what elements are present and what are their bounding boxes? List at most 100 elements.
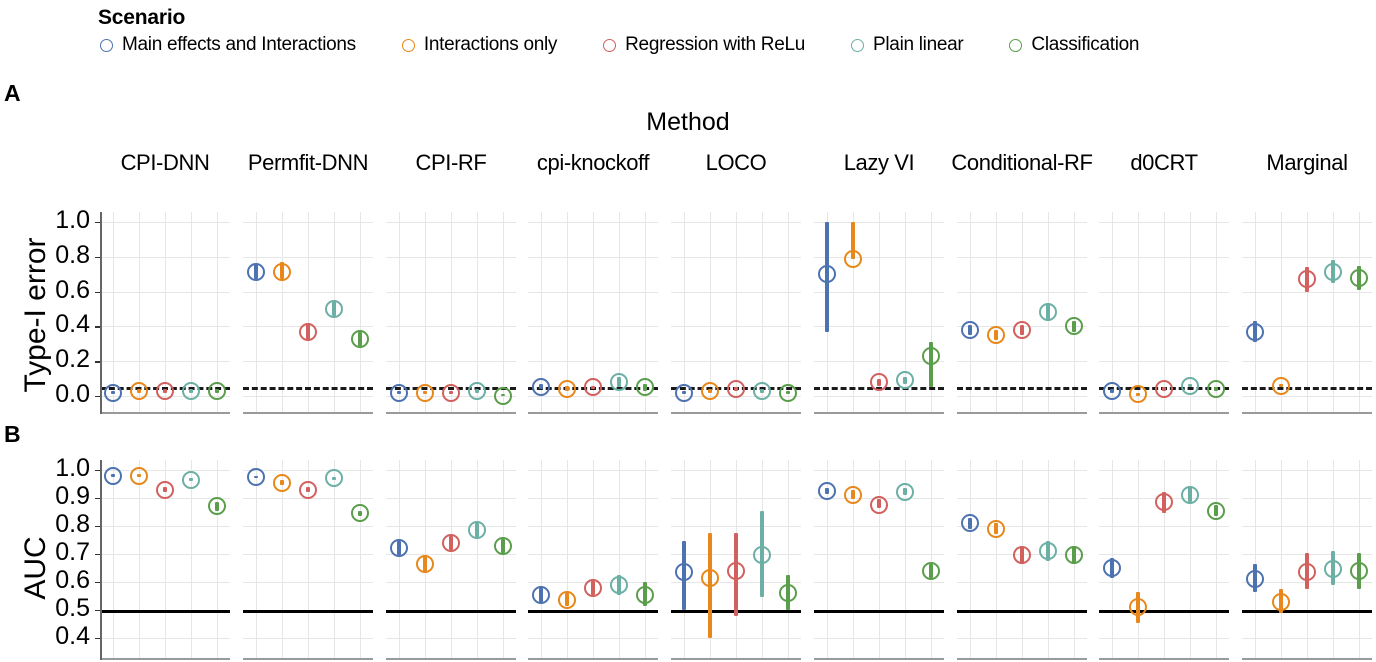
data-point[interactable] (922, 561, 940, 580)
data-point[interactable] (247, 468, 265, 486)
data-point[interactable] (1350, 561, 1368, 580)
data-point[interactable] (844, 249, 862, 268)
data-point[interactable] (1272, 592, 1290, 611)
data-point[interactable] (1207, 501, 1225, 520)
data-point[interactable] (558, 591, 576, 610)
data-point[interactable] (182, 470, 200, 489)
data-point[interactable] (675, 563, 693, 582)
data-point[interactable] (844, 486, 862, 505)
data-point[interactable] (325, 300, 343, 318)
data-point[interactable] (104, 466, 122, 485)
data-point[interactable] (1155, 493, 1173, 512)
data-point[interactable] (1013, 546, 1031, 565)
data-point[interactable] (1207, 380, 1225, 399)
data-point[interactable] (1013, 320, 1031, 339)
data-point[interactable] (1324, 263, 1342, 282)
legend-item-1[interactable]: Interactions only (401, 34, 557, 56)
data-point[interactable] (1272, 376, 1290, 395)
data-point[interactable] (1324, 560, 1342, 579)
data-point[interactable] (701, 381, 719, 400)
data-point[interactable] (130, 466, 148, 485)
data-point[interactable] (870, 496, 888, 514)
data-point[interactable] (701, 568, 719, 587)
data-point[interactable] (896, 371, 914, 390)
data-point[interactable] (208, 381, 226, 400)
data-point[interactable] (1246, 570, 1264, 589)
data-point[interactable] (610, 373, 628, 392)
data-point[interactable] (532, 585, 550, 604)
data-point[interactable] (1298, 270, 1316, 289)
data-point[interactable] (532, 378, 550, 397)
data-point[interactable] (156, 480, 174, 499)
data-point[interactable] (468, 381, 486, 400)
data-point[interactable] (961, 320, 979, 339)
data-point[interactable] (299, 480, 317, 499)
data-point[interactable] (494, 387, 512, 405)
data-point[interactable] (1246, 322, 1264, 341)
data-point[interactable] (273, 473, 291, 492)
data-point[interactable] (442, 533, 460, 552)
data-point[interactable] (351, 329, 369, 348)
data-point[interactable] (273, 263, 291, 282)
data-point[interactable] (1065, 317, 1083, 336)
data-point[interactable] (818, 265, 836, 284)
data-point[interactable] (779, 584, 797, 603)
data-point[interactable] (130, 381, 148, 400)
gridline-vertical (217, 212, 218, 414)
legend-item-3[interactable]: Plain linear (851, 34, 964, 56)
data-point[interactable] (636, 378, 654, 397)
data-point[interactable] (1350, 268, 1368, 287)
data-point[interactable] (156, 381, 174, 400)
data-point[interactable] (1103, 381, 1121, 400)
data-point[interactable] (896, 483, 914, 502)
data-point[interactable] (1181, 486, 1199, 505)
data-point[interactable] (1181, 376, 1199, 395)
data-point[interactable] (584, 578, 602, 597)
data-point[interactable] (636, 585, 654, 604)
data-point[interactable] (727, 561, 745, 580)
data-point[interactable] (675, 383, 693, 402)
data-point[interactable] (584, 378, 602, 397)
data-point[interactable] (818, 482, 836, 500)
data-point[interactable] (351, 504, 369, 523)
data-point[interactable] (610, 575, 628, 594)
data-point[interactable] (208, 497, 226, 516)
gridline-vertical (710, 212, 711, 414)
data-point[interactable] (727, 380, 745, 399)
data-point[interactable] (1155, 380, 1173, 399)
data-point[interactable] (1065, 546, 1083, 565)
data-point[interactable] (247, 263, 265, 282)
legend-item-2[interactable]: Regression with ReLu (603, 34, 805, 56)
data-point[interactable] (870, 373, 888, 392)
data-point[interactable] (779, 383, 797, 402)
circle-outline-icon (100, 38, 113, 52)
data-point[interactable] (1129, 598, 1147, 617)
data-point[interactable] (922, 346, 940, 365)
data-point[interactable] (104, 383, 122, 402)
data-point[interactable] (390, 383, 408, 402)
data-point[interactable] (1039, 303, 1057, 322)
data-point[interactable] (182, 381, 200, 400)
data-point[interactable] (416, 383, 434, 402)
data-point[interactable] (468, 521, 486, 540)
data-point[interactable] (325, 469, 343, 488)
data-point[interactable] (987, 326, 1005, 345)
legend-item-4[interactable]: Classification (1009, 34, 1139, 56)
data-point[interactable] (753, 546, 771, 565)
data-point[interactable] (558, 380, 576, 399)
data-point[interactable] (416, 554, 434, 573)
data-point[interactable] (987, 519, 1005, 538)
data-point[interactable] (299, 322, 317, 341)
data-point[interactable] (442, 383, 460, 402)
data-point[interactable] (753, 381, 771, 400)
data-point[interactable] (961, 514, 979, 533)
legend-item-0[interactable]: Main effects and Interactions (100, 34, 356, 56)
data-point[interactable] (1298, 563, 1316, 582)
data-point[interactable] (494, 536, 512, 555)
gridline-vertical (593, 460, 594, 660)
data-point[interactable] (1039, 542, 1057, 561)
data-point[interactable] (1103, 559, 1121, 577)
y-tick-mark (95, 526, 100, 528)
data-point[interactable] (1129, 385, 1147, 404)
data-point[interactable] (390, 539, 408, 558)
